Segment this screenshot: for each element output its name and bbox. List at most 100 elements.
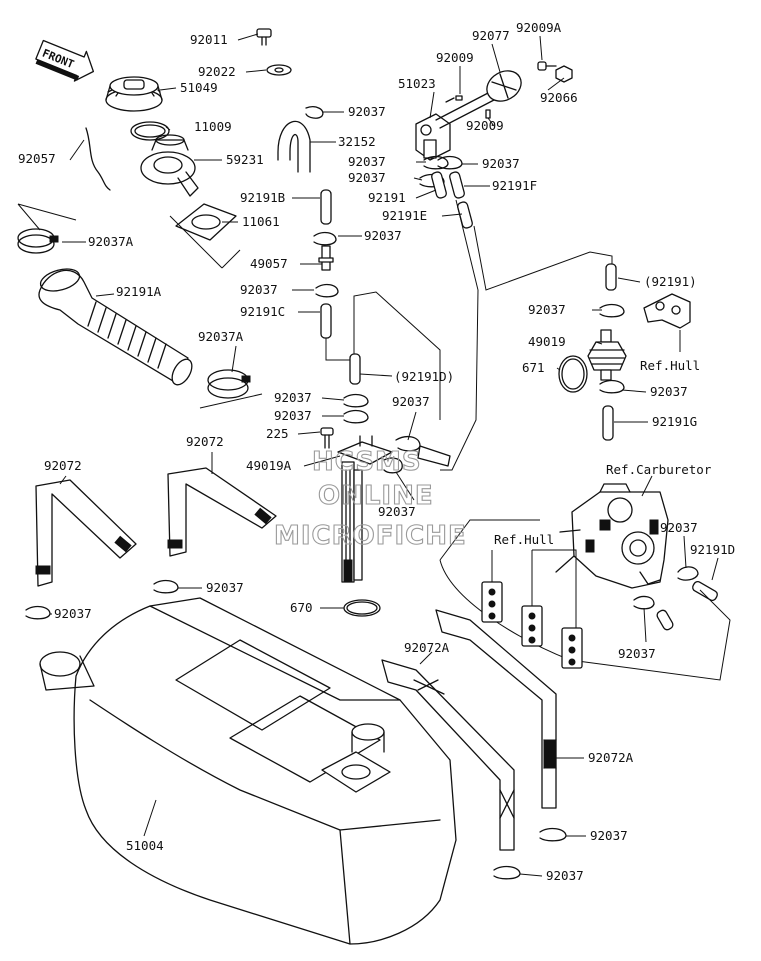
hose-92191	[431, 171, 447, 199]
oring-11009	[130, 121, 170, 141]
part-label-59231: 59231	[226, 152, 264, 167]
part-label-92037-i: 92037	[590, 828, 628, 843]
knob-92077	[486, 70, 522, 102]
part-label-92037-b: 92037	[364, 228, 402, 243]
part-label-49057: 49057	[250, 256, 288, 271]
part-label-51004: 51004	[126, 838, 164, 853]
leader-lines	[50, 33, 719, 877]
part-label-11061: 11061	[242, 214, 280, 229]
part-label-92037-n: 92037	[528, 302, 566, 317]
carburetor-ref	[555, 483, 669, 589]
oring-670	[343, 599, 381, 617]
part-label-92191A: 92191A	[116, 284, 162, 299]
connector-block-2	[521, 605, 543, 647]
fuel-valve-51023	[415, 91, 495, 161]
part-label-92037-c: 92037	[240, 282, 278, 297]
clip-92037-q	[633, 595, 655, 610]
part-label-92191B: 92191B	[240, 190, 285, 205]
part-label-92072-left: 92072	[44, 458, 82, 473]
clip-92037-e	[343, 409, 369, 424]
part-label-92037A-lower: 92037A	[198, 329, 244, 344]
fuel-pickup-49019A	[337, 435, 393, 583]
strap-92072A-upper	[435, 609, 557, 809]
part-label-92191D: 92191D	[690, 542, 735, 557]
hose-32152	[277, 120, 311, 173]
watermark-line-1: HCSMS	[312, 447, 422, 477]
part-label-49019: 49019	[528, 334, 566, 349]
part-label-92037-e: 92037	[274, 408, 312, 423]
watermark-line-2: ONLINE	[318, 481, 434, 511]
clip-92037-p	[677, 566, 699, 581]
part-label-225: 225	[266, 426, 289, 441]
part-label-92022: 92022	[198, 64, 236, 79]
part-label-11009: 11009	[194, 119, 232, 134]
part-label-ref-hull-bracket: Ref.Hull	[640, 358, 700, 373]
elbow-92037-f	[395, 435, 451, 467]
part-label-92037-m: 92037	[348, 170, 386, 185]
clip-92037-b	[313, 231, 337, 246]
front-arrow-badge: FRONT	[35, 39, 95, 82]
part-label-92037-r: 92037	[378, 504, 416, 519]
filler-neck-59231	[140, 134, 199, 197]
hose-92191F	[449, 171, 465, 199]
hose-92191-ref	[440, 199, 613, 471]
bracket-ref-hull	[643, 293, 691, 329]
clip-92037-l	[437, 155, 463, 170]
screw-92011	[256, 28, 272, 46]
screw-225	[320, 427, 334, 449]
part-label-92037-k: 92037	[348, 154, 386, 169]
part-label-92191-ref: (92191)	[644, 274, 697, 289]
part-label-92191F: 92191F	[492, 178, 537, 193]
screw-92009A	[537, 61, 557, 71]
hose-92191D	[692, 580, 718, 602]
part-label-92009-top: 92009	[436, 50, 474, 65]
fuel-cap-51049	[105, 76, 163, 112]
connector-block-3	[561, 627, 583, 669]
part-label-92037-a: 92037	[348, 104, 386, 119]
part-label-92072A-lower: 92072A	[588, 750, 634, 765]
tether-92057	[85, 127, 111, 191]
clip-92037-g	[153, 579, 179, 594]
hose-92191A	[38, 268, 193, 386]
clip-92037-a	[305, 106, 324, 119]
strap-92072-left	[35, 479, 137, 587]
part-label-92037A-upper: 92037A	[88, 234, 134, 249]
part-label-51049: 51049	[180, 80, 218, 95]
clip-92037-j	[493, 865, 521, 880]
connector-block-1	[481, 581, 503, 623]
part-label-32152: 32152	[338, 134, 376, 149]
part-label-92191D-ref: (92191D)	[394, 369, 454, 384]
part-label-92037-j: 92037	[546, 868, 584, 883]
clip-92037-o	[599, 379, 625, 394]
part-label-92037-p: 92037	[660, 520, 698, 535]
clamp-92037A-upper	[17, 228, 59, 254]
screw-92009-mid	[485, 109, 491, 119]
part-label-92037-d: 92037	[274, 390, 312, 405]
part-label-92072A-upper: 92072A	[404, 640, 450, 655]
clip-92037-c	[315, 283, 339, 298]
strap-92072-right	[167, 467, 277, 557]
part-label-92037-l: 92037	[482, 156, 520, 171]
part-label-92037-h: 92037	[54, 606, 92, 621]
part-label-92037-q: 92037	[618, 646, 656, 661]
part-label-92191E: 92191E	[382, 208, 427, 223]
filter-49019	[587, 329, 627, 381]
clip-92037-k	[423, 155, 449, 170]
part-label-670: 670	[290, 600, 313, 615]
hose-92191G	[602, 405, 614, 441]
part-label-ref-hull-connectors: Ref.Hull	[494, 532, 554, 547]
part-label-51023: 51023	[398, 76, 436, 91]
clamp-92037A-lower	[207, 369, 251, 399]
part-label-92077: 92077	[472, 28, 510, 43]
part-label-92009-mid: 92009	[466, 118, 504, 133]
watermark: HCSMS ONLINE MICROFICHE	[273, 446, 466, 551]
nut-92066	[555, 65, 573, 83]
clip-92037-n	[599, 303, 625, 318]
part-label-ref-carburetor: Ref.Carburetor	[606, 462, 712, 477]
clip-92037-i	[539, 827, 567, 842]
part-label-92057: 92057	[18, 151, 56, 166]
washer-92022	[266, 64, 292, 76]
part-label-92191G: 92191G	[652, 414, 697, 429]
